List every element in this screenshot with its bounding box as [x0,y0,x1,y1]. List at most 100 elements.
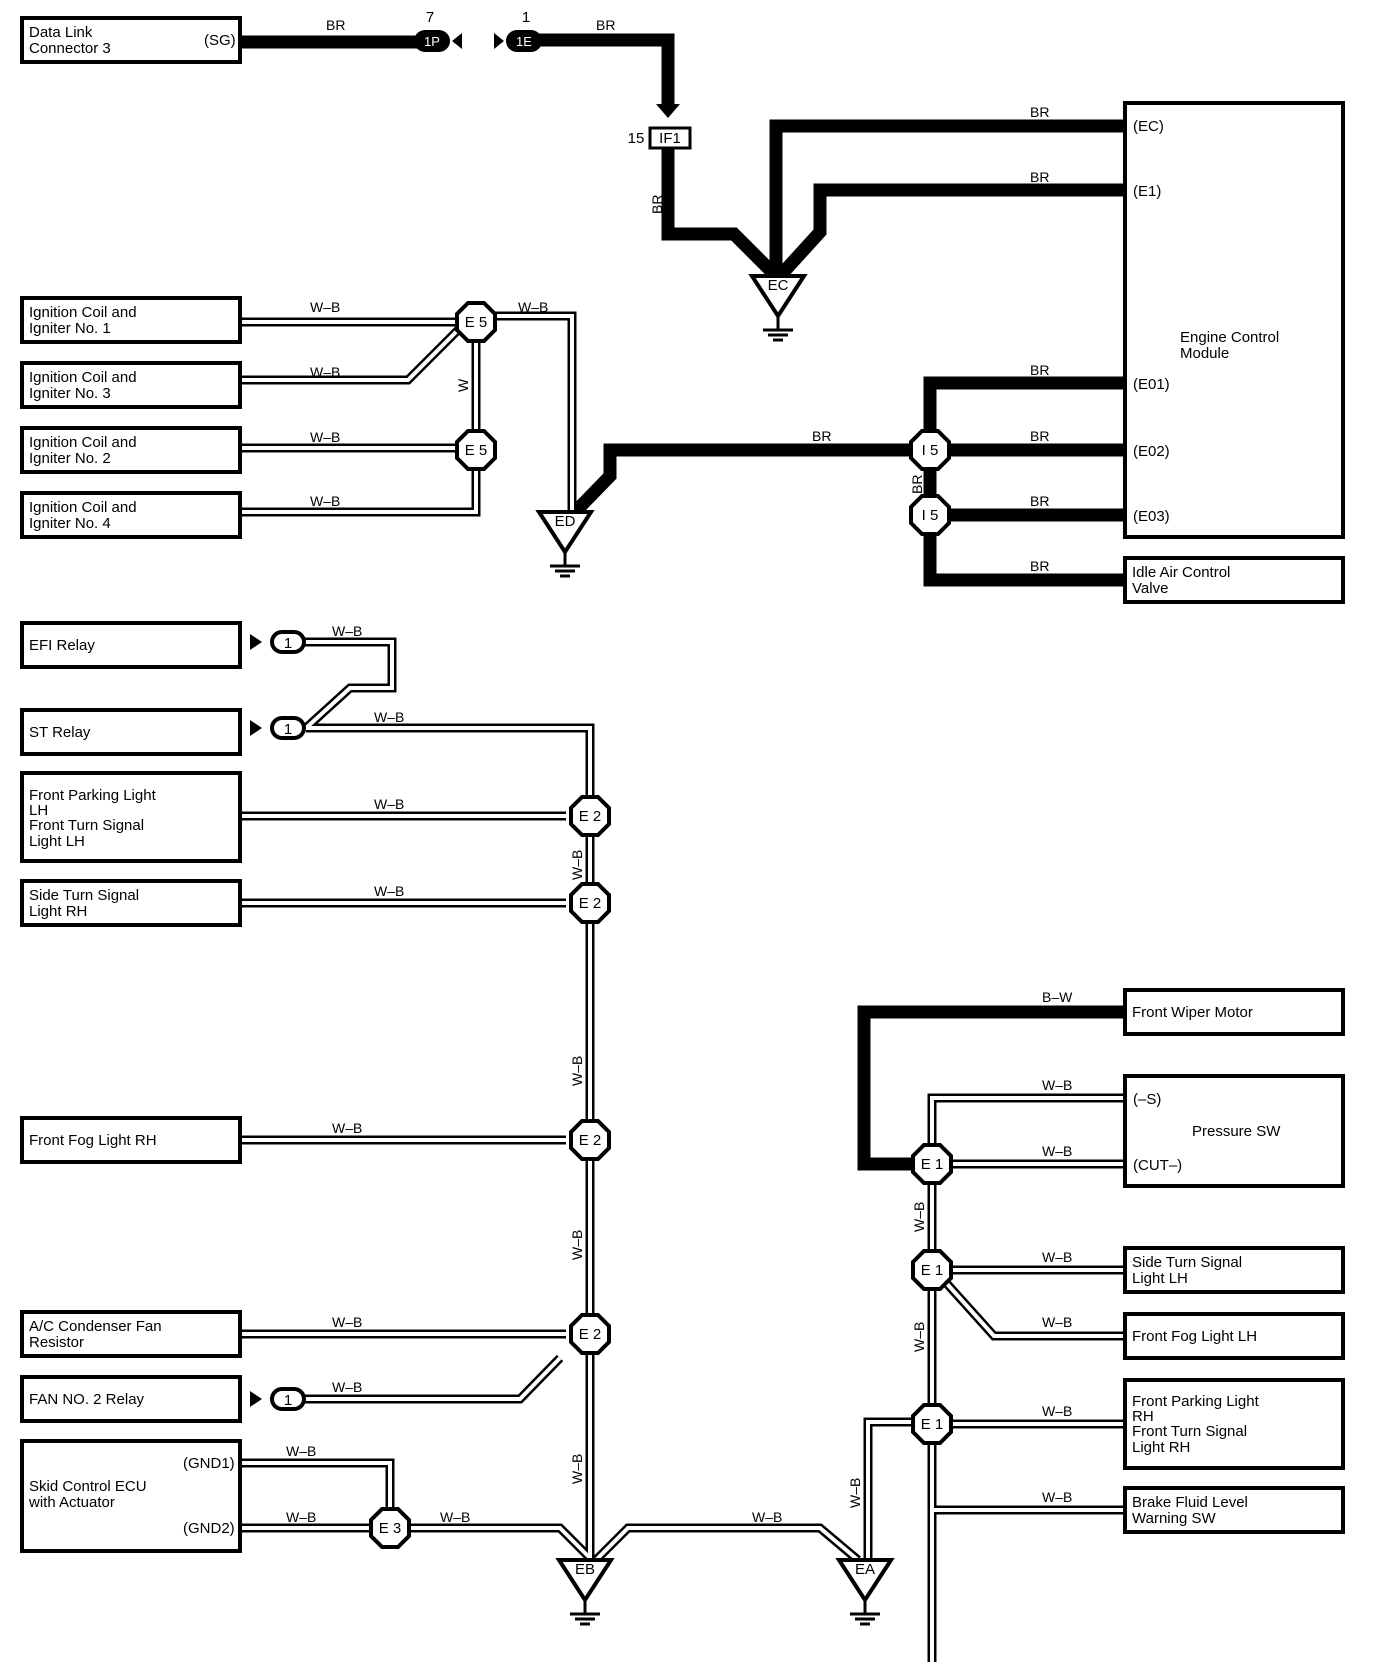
ign2-label-1: Ignition Coil and [29,434,137,451]
splice-e2-4 [569,1313,611,1355]
wire-label-wb: W–B [332,1120,362,1136]
wire-wiper [857,1005,1125,1171]
wire-label-wb-vertical: W–B [569,850,585,880]
splice-i5-lower-label: I 5 [922,507,939,524]
splice-e1-2-label: E 1 [921,1262,944,1279]
splice-e2-3 [569,1119,611,1161]
pressure-sw-box [1123,1074,1345,1188]
wire-label-bw: B–W [1042,989,1073,1005]
fpl-rh-label-1: Front Parking Light [1132,1393,1260,1410]
ecm-label-1: Engine Control [1180,329,1279,346]
fpl-lh-label-4: Light LH [29,833,85,850]
splice-e2-2 [569,882,611,924]
fan-no-2-relay-box [20,1375,242,1423]
efi-relay-box [20,621,242,669]
skid-pin-gnd1: (GND1) [183,1455,235,1472]
wire-label-wb: W–B [286,1509,316,1525]
connector-if1-label: IF1 [659,130,681,147]
brake-label-2: Warning SW [1132,1510,1216,1527]
skid-label-2: with Actuator [28,1494,115,1511]
wire-label-wb: W–B [332,623,362,639]
splice-i5-upper [909,429,951,471]
st-relay-label: ST Relay [29,724,91,741]
brake-fluid-level-sw-box [1123,1486,1345,1534]
wire-label-wb: W–B [374,883,404,899]
ground-eb: EB [557,1558,613,1626]
front-parking-light-rh-box [1123,1378,1345,1470]
ign3-label-1: Ignition Coil and [29,369,137,386]
ign3-label-2: Igniter No. 3 [29,385,111,402]
wire-label-br-vertical: BR [649,195,665,214]
idle-air-control-valve-box [1123,556,1345,604]
ground-eb-label: EB [575,1561,595,1578]
wb-wires [240,311,1125,1662]
dlc3-pin-sg: (SG) [204,32,236,49]
connector-1e [506,30,542,52]
wire-label-wb-vertical: W–B [847,1478,863,1508]
wire-label-br-vertical: BR [909,475,925,494]
wire-1e-if1 [536,33,675,108]
fpl-rh-label-3: Front Turn Signal [1132,1423,1247,1440]
connector-if1-pin: 15 [628,130,645,147]
connector-st-1-label: 1 [284,721,292,738]
ffl-lh-label: Front Fog Light LH [1132,1328,1257,1345]
ground-ed-label: ED [555,513,576,530]
splice-e2-2-label: E 2 [579,895,602,912]
ecm-pin-ec: (EC) [1133,118,1164,135]
fpl-rh-label-4: Light RH [1132,1439,1190,1456]
front-parking-light-lh-box [20,771,242,863]
splice-e2-4-label: E 2 [579,1326,602,1343]
wire-i5-iacv [923,533,1125,587]
ecm-pin-e03: (E03) [1133,508,1170,525]
ign4-label-1: Ignition Coil and [29,499,137,516]
connector-fan2-1 [270,1387,306,1411]
splice-e1-1-label: E 1 [921,1156,944,1173]
data-link-connector-3-box [20,16,242,64]
wire-label-wb: W–B [374,709,404,725]
wire-label-wb: W–B [310,429,340,445]
ign1-label-1: Ignition Coil and [29,304,137,321]
skid-control-ecu-box [20,1439,242,1553]
wire-label-wb: W–B [310,493,340,509]
splice-e2-3-label: E 2 [579,1132,602,1149]
wire-label-wb: W–B [1042,1249,1072,1265]
skid-label-1: Skid Control ECU [29,1478,147,1495]
ign4-label-2: Igniter No. 4 [29,515,111,532]
connector-if1-arrow [656,104,680,118]
wire-label-br: BR [1030,493,1049,509]
pressure-pin-cut: (CUT–) [1133,1157,1182,1174]
iacv-label-1: Idle Air Control [1132,564,1230,581]
sts-rh-label-1: Side Turn Signal [29,887,139,904]
sts-rh-label-2: Light RH [29,903,87,920]
pressure-sw-label: Pressure SW [1192,1123,1281,1140]
splice-i5-lower [909,494,951,536]
front-fog-light-rh-box [20,1116,242,1164]
connector-1e-arrow [494,33,504,49]
wire-label-wb-vertical: W–B [569,1230,585,1260]
wire-label-wb: W–B [286,1443,316,1459]
wire-if1-ec [661,148,785,285]
wire-ecm-ec [769,119,1125,276]
wire-label-wb: W–B [1042,1403,1072,1419]
wire-ecm-e01 [923,376,1125,448]
ffl-rh-label: Front Fog Light RH [29,1132,157,1149]
ign2-label-2: Igniter No. 2 [29,450,111,467]
splice-e2-1 [569,795,611,837]
components: Data Link Connector 3 (SG) Ignition Coil… [20,16,1345,1553]
fpl-lh-label-3: Front Turn Signal [29,817,144,834]
wire-ecm-e1 [775,183,1125,281]
connector-1p [414,30,450,52]
wire-label-br: BR [1030,362,1049,378]
ignition-coil-1-box [20,296,242,344]
efi-relay-label: EFI Relay [29,637,95,654]
wire-label-wb: W–B [310,364,340,380]
connectors: 1P 7 1E 1 IF1 15 E 5 E 5 I 5 I 5 1 1 1 [250,9,953,1549]
wire-i5-ed [570,443,912,517]
ground-ed: ED [537,510,593,578]
wire-label-br: BR [1030,428,1049,444]
connector-1p-label: 1P [424,34,440,49]
wire-layer [240,33,1125,1662]
splice-e3-label: E 3 [379,1520,402,1537]
connector-1p-pin: 7 [426,9,434,26]
